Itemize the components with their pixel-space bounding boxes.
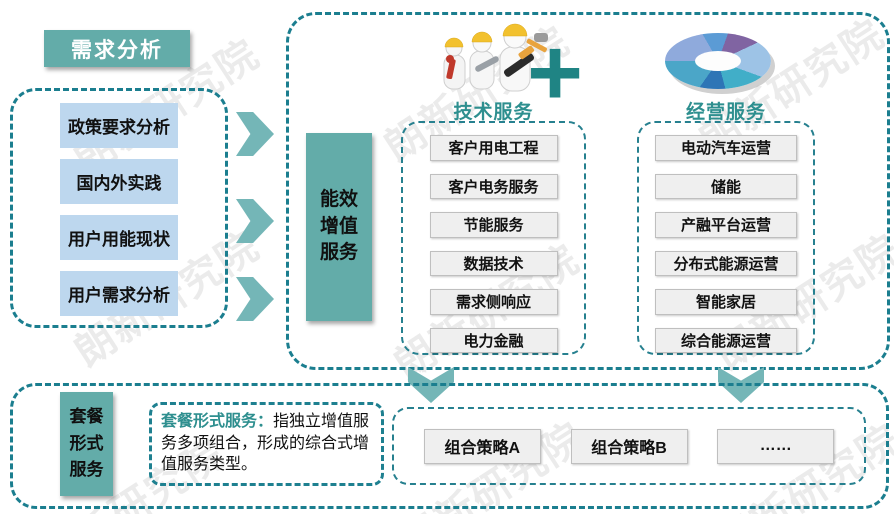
- demand-item: 政策要求分析: [60, 103, 178, 148]
- business-service-item: 产融平台运营: [655, 212, 797, 238]
- business-service-item: 综合能源运营: [655, 327, 797, 353]
- business-service-item: 分布式能源运营: [655, 250, 797, 276]
- tech-service-item: 数据技术: [429, 250, 558, 276]
- strategy-item: ……: [717, 428, 835, 464]
- package-label-line: 套餐: [69, 407, 104, 427]
- services-container-box: 能效 增值 服务: [286, 12, 890, 370]
- package-description-body: 指独立增值服务多项组合，形成的综合式增值服务类型。: [161, 413, 370, 474]
- tech-services-header: 技术服务: [453, 102, 534, 123]
- tech-service-item: 客户用电工程: [429, 135, 558, 161]
- construction-workers-icon: [422, 21, 554, 97]
- strategies-box: 组合策略A 组合策略B ……: [392, 407, 866, 485]
- energy-value-services-label: 能效 增值 服务: [306, 133, 372, 321]
- package-description-title: 套餐形式服务：: [161, 413, 274, 430]
- energy-label-line: 服务: [319, 242, 358, 264]
- business-service-item: 储能: [655, 173, 797, 199]
- demand-analysis-title: 需求分析: [44, 30, 190, 67]
- tech-service-item: 节能服务: [429, 212, 558, 238]
- package-section-box: [10, 383, 889, 509]
- package-services-label: 套餐 形式 服务: [60, 392, 113, 496]
- pie-chart-icon: [661, 29, 779, 99]
- tech-service-item: 电力金融: [429, 327, 558, 353]
- strategy-item: 组合策略A: [423, 428, 541, 464]
- business-service-item: 智能家居: [655, 289, 797, 315]
- business-services-box: 电动汽车运营储能产融平台运营分布式能源运营智能家居综合能源运营: [637, 121, 815, 355]
- right-arrow-icon: [236, 199, 274, 243]
- plus-icon: +: [526, 19, 584, 126]
- energy-label-line: 能效: [319, 189, 358, 211]
- tech-service-item: 客户电务服务: [429, 173, 558, 199]
- package-label-line: 服务: [69, 460, 104, 480]
- package-description-box: 套餐形式服务：指独立增值服务多项组合，形成的综合式增值服务类型。: [149, 402, 384, 486]
- business-service-item: 电动汽车运营: [655, 135, 797, 161]
- tech-service-item: 需求侧响应: [429, 289, 558, 315]
- tech-services-box: 客户用电工程客户电务服务节能服务数据技术需求侧响应电力金融: [401, 121, 586, 355]
- energy-label-line: 增值: [319, 215, 358, 237]
- business-services-header: 经营服务: [685, 102, 766, 123]
- demand-item: 用户用能现状: [60, 215, 178, 260]
- demand-items-box: 政策要求分析国内外实践用户用能现状用户需求分析: [10, 88, 228, 328]
- demand-item: 用户需求分析: [60, 271, 178, 316]
- right-arrow-icon: [236, 112, 274, 156]
- strategy-item: 组合策略B: [570, 428, 688, 464]
- right-arrow-icon: [236, 277, 274, 321]
- package-label-line: 形式: [69, 433, 104, 453]
- demand-item: 国内外实践: [60, 159, 178, 204]
